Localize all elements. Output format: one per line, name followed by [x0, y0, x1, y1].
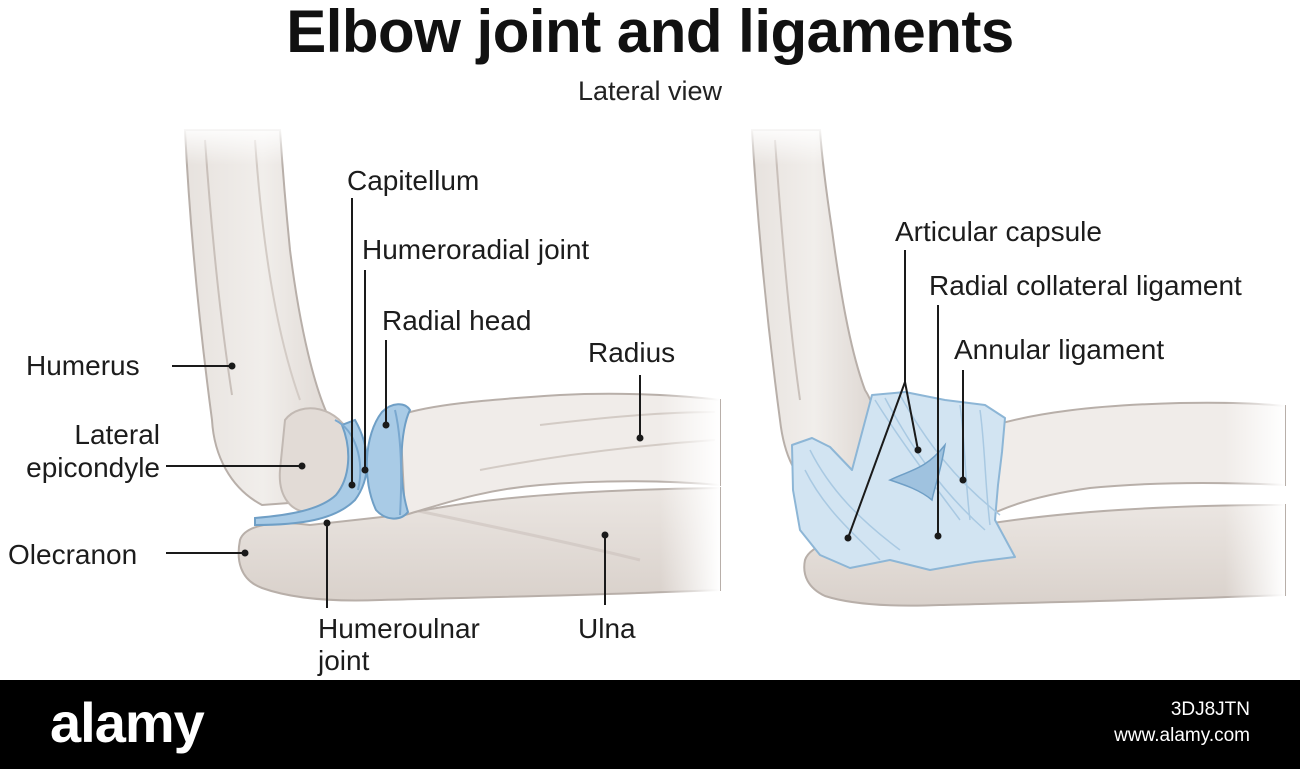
label-radial-collateral-ligament: Radial collateral ligament — [929, 270, 1242, 301]
image-id: 3DJ8JTN — [1170, 699, 1250, 720]
label-humeroulnar-line1: Humeroulnar — [318, 613, 480, 644]
label-articular-capsule: Articular capsule — [895, 216, 1102, 247]
right-leader-lines — [844, 250, 967, 542]
diagram-title: Elbow joint and ligaments — [286, 0, 1014, 65]
right-elbow-bones — [740, 125, 1286, 615]
label-humerus: Humerus — [26, 350, 140, 381]
label-humeroulnar-line2: joint — [318, 645, 370, 676]
label-olecranon: Olecranon — [8, 539, 138, 570]
left-cartilage — [254, 403, 412, 527]
alamy-logo: alamy — [50, 691, 205, 754]
label-radial-head: Radial head — [382, 305, 532, 336]
label-ulna: Ulna — [578, 613, 636, 644]
label-radius: Radius — [588, 337, 676, 368]
left-elbow-bones — [170, 125, 721, 610]
right-ligaments — [791, 391, 1016, 571]
left-leader-lines — [166, 198, 644, 608]
footer-url: www.alamy.com — [1114, 725, 1250, 746]
elbow-illustration — [166, 125, 1286, 615]
label-lateral-epicondyle-line1: Lateral — [74, 419, 160, 450]
label-annular-ligament: Annular ligament — [954, 334, 1165, 365]
label-capitellum: Capitellum — [347, 165, 480, 196]
watermark-footer: alamy 3DJ8JTN www.alamy.com — [0, 680, 1300, 769]
label-humeroradial-joint: Humeroradial joint — [362, 234, 590, 265]
diagram-subtitle: Lateral view — [577, 76, 723, 106]
humeroulnar-cartilage — [254, 418, 368, 527]
label-lateral-epicondyle-line2: epicondyle — [26, 452, 160, 483]
